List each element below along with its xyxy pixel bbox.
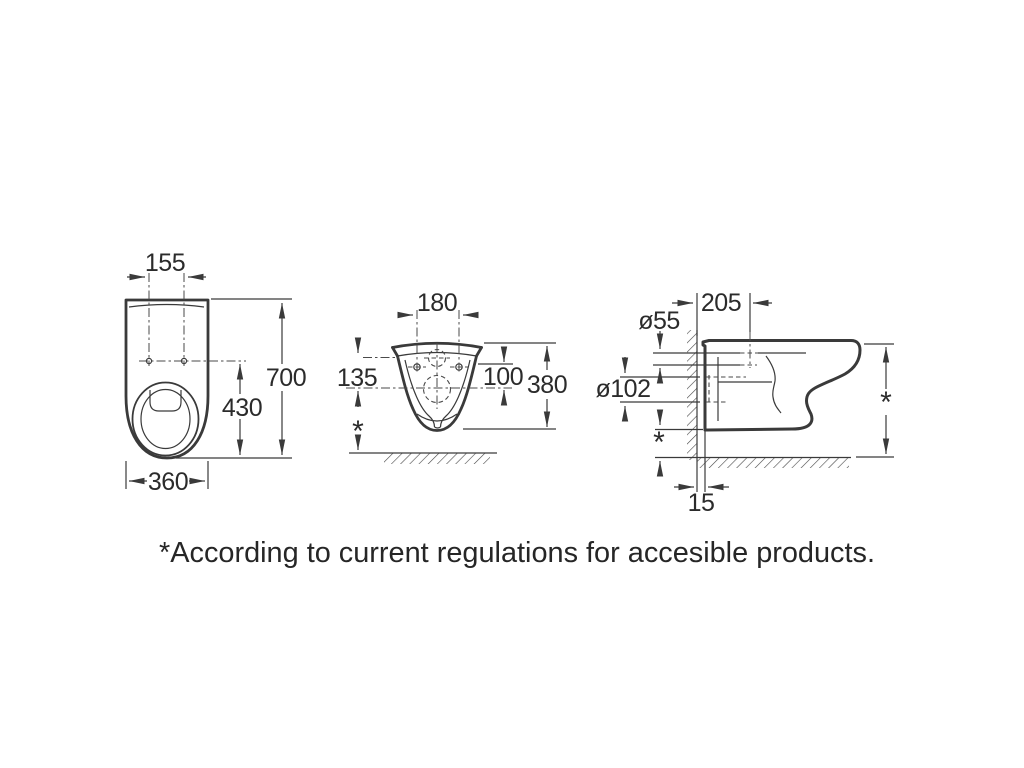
dim-155: 155 <box>127 249 206 281</box>
dim-label-430: 430 <box>222 394 262 422</box>
bowl-outer-rim <box>131 381 200 457</box>
outlet-hole-dashed <box>422 374 452 404</box>
dim-label-d102: ø102 <box>596 375 651 403</box>
dim-430: 430 <box>222 364 263 455</box>
dim-bottom-clearance: * <box>653 409 703 477</box>
floor-line-side <box>655 456 851 468</box>
dim-700: 700 <box>176 298 307 459</box>
dim-label-380: 380 <box>527 371 567 399</box>
top-view: 155 700 430 360 <box>124 249 307 496</box>
side-view: 205 ø55 ø102 * 15 <box>596 289 894 517</box>
wall-hatching <box>687 330 697 460</box>
dim-180: 180 <box>397 289 479 319</box>
dim-100: 100 <box>478 346 524 406</box>
dim-15: 15 <box>674 431 729 517</box>
dim-label-180: 180 <box>417 289 457 317</box>
flush-shelf <box>149 390 182 412</box>
regulations-footnote: *According to current regulations for ac… <box>159 537 875 569</box>
dim-inlet-diameter: ø55 <box>638 307 706 384</box>
dim-label-205: 205 <box>701 289 741 317</box>
clearance-asterisk: * <box>352 415 364 448</box>
dim-205: 205 <box>672 289 772 336</box>
dim-label-360: 360 <box>148 468 188 496</box>
pan-interior-lines <box>706 332 806 421</box>
dim-380: 380 <box>463 342 568 430</box>
top-view-centerlines <box>139 273 246 366</box>
dim-outlet-diameter: ø102 <box>596 357 700 422</box>
front-view-centerlines <box>346 310 512 409</box>
trapway-curve <box>765 355 782 414</box>
dim-label-100: 100 <box>483 363 523 391</box>
base-inner-arc <box>416 413 458 422</box>
dim-label-d55: ø55 <box>638 307 680 335</box>
pan-top-view-outline <box>124 298 210 460</box>
floor-hatching <box>697 458 849 468</box>
dim-label-135: 135 <box>337 364 377 392</box>
floor-line-front <box>349 452 497 464</box>
lid-seam-line <box>128 303 205 308</box>
pan-side-profile <box>701 339 862 432</box>
bowl-funnel-lines <box>404 359 471 429</box>
dim-135: 135 <box>337 337 378 407</box>
dim-clearance-front: * <box>352 415 364 450</box>
dim-360: 360 <box>125 461 209 496</box>
seat-height-asterisk: * <box>880 386 892 419</box>
rim-side-edges <box>391 346 483 358</box>
bowl-inner-rim <box>140 388 191 450</box>
front-view: 180 135 * 100 380 <box>337 289 568 464</box>
clearance-asterisk: * <box>653 426 665 459</box>
pan-front-outline <box>396 354 478 432</box>
floor-hatching <box>384 453 490 464</box>
dim-label-15: 15 <box>688 489 715 517</box>
rim-inner-edge <box>397 351 477 357</box>
dim-label-155: 155 <box>145 249 185 277</box>
dim-seat-height: * <box>856 343 894 458</box>
dim-label-700: 700 <box>266 364 306 392</box>
